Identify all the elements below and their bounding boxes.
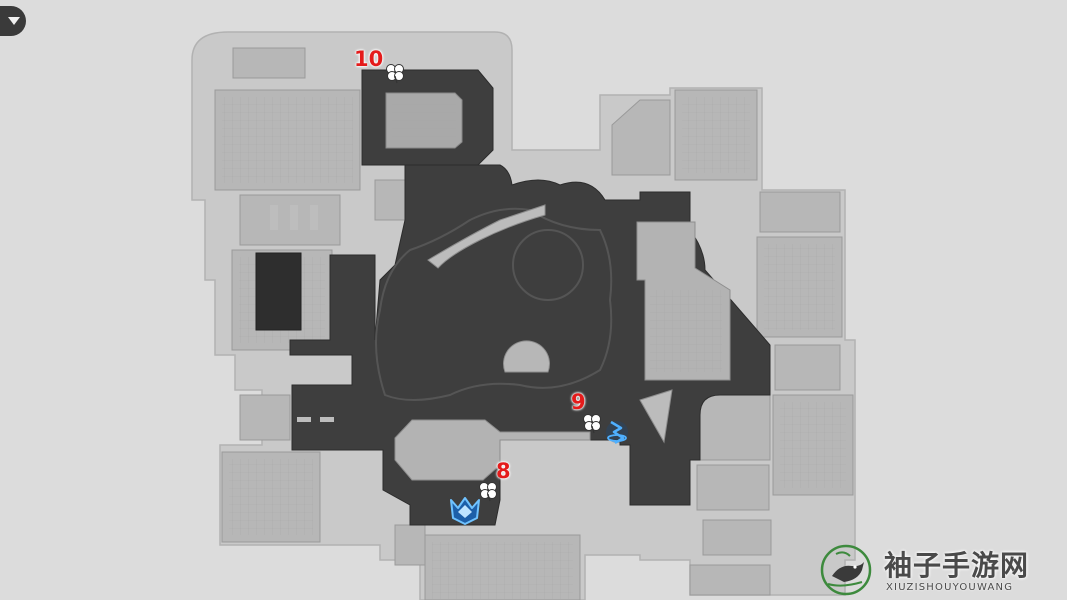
curved-ramp <box>427 204 546 269</box>
clover-icon[interactable] <box>583 414 601 434</box>
watermark-title: 袖子手游网 <box>884 549 1030 582</box>
building-detail <box>222 97 846 600</box>
garden-paths <box>375 207 613 401</box>
round-fountain <box>503 340 550 373</box>
lower-hall-building <box>394 419 591 481</box>
clover-icon[interactable] <box>479 482 497 502</box>
top-inner-grid <box>392 99 456 142</box>
small-bars <box>270 205 334 422</box>
bird-logo-icon <box>820 544 872 596</box>
crown-waypoint-icon[interactable] <box>450 497 480 525</box>
watermark: 袖子手游网 XIUZISHOUYOUWANG <box>814 540 1064 598</box>
left-dark-room <box>255 252 302 331</box>
space-anchor-icon[interactable] <box>606 420 628 445</box>
clover-icon[interactable] <box>386 64 404 84</box>
marker-number-9: 9 <box>571 390 586 414</box>
marker-number-10: 10 <box>354 47 384 71</box>
right-hall-grid <box>650 290 722 372</box>
triangle-pillar <box>639 389 673 444</box>
triangle-down-icon <box>8 17 20 25</box>
watermark-subtitle: XIUZISHOUYOUWANG <box>886 582 1014 593</box>
map-menu-button[interactable] <box>0 6 26 36</box>
marker-number-8: 8 <box>496 459 511 483</box>
